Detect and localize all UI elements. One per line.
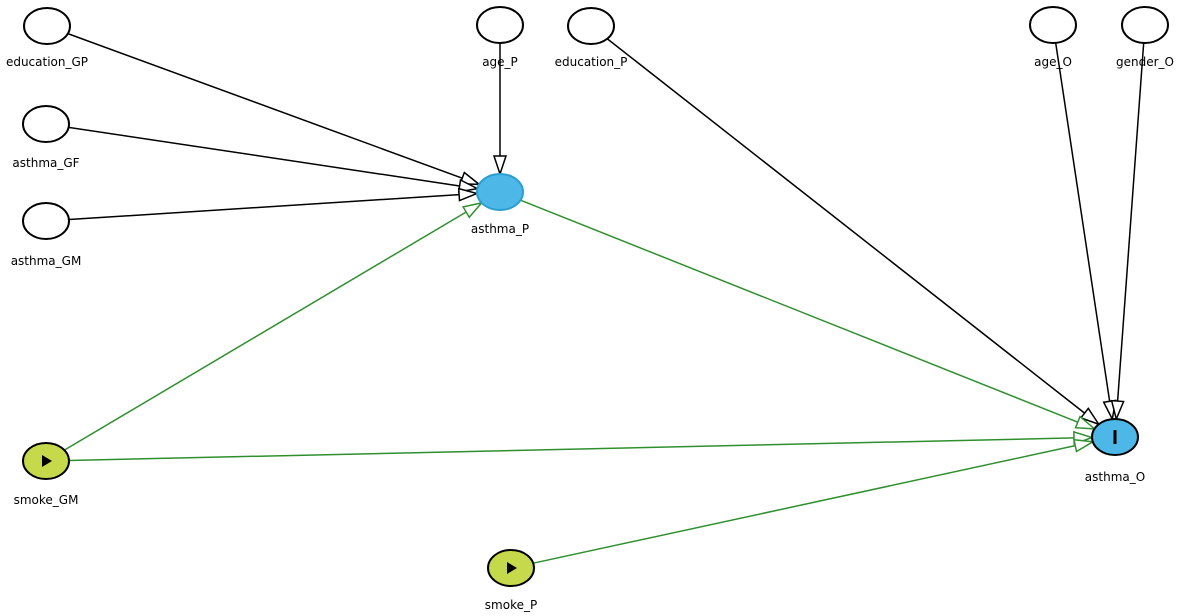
play-icon	[507, 562, 517, 574]
edge-line	[606, 38, 1086, 414]
edge-smoke_P-to-asthma_O	[533, 438, 1096, 564]
node-gender_O[interactable]: gender_O	[1116, 6, 1174, 69]
edge-age_O-to-asthma_O	[1054, 42, 1117, 422]
node-label: smoke_GM	[14, 493, 79, 507]
edge-smoke_GM-to-asthma_P	[63, 201, 484, 451]
node-label: smoke_P	[485, 598, 537, 612]
node-asthma_GF[interactable]: asthma_GF	[12, 105, 80, 170]
node-ellipse[interactable]	[23, 7, 71, 45]
node-asthma_GM[interactable]: asthma_GM	[11, 202, 82, 268]
node-label: education_P	[555, 55, 628, 69]
arrowhead	[1074, 415, 1097, 430]
edge-line	[67, 32, 463, 179]
node-ellipse[interactable]	[476, 6, 524, 44]
arrowhead	[461, 201, 484, 219]
arrowhead	[1110, 399, 1125, 422]
node-smoke_P[interactable]: smoke_P	[485, 549, 537, 612]
edge-line	[63, 211, 467, 451]
nodes-layer: education_GP asthma_GF asthma_GM age_P educa…	[6, 6, 1174, 612]
edge-smoke_GM-to-asthma_O	[68, 430, 1095, 462]
node-ellipse[interactable]	[1121, 6, 1169, 44]
edges-layer	[63, 32, 1145, 564]
node-ellipse[interactable]	[1029, 6, 1077, 44]
edge-education_P-to-asthma_O	[606, 38, 1101, 426]
arrowhead	[457, 187, 480, 202]
node-ellipse[interactable]	[476, 173, 524, 211]
node-ellipse[interactable]	[22, 202, 70, 240]
edge-line	[1116, 42, 1145, 402]
node-asthma_P[interactable]: asthma_P	[471, 173, 529, 236]
node-label: education_GP	[6, 55, 88, 69]
node-age_P[interactable]: age_P	[476, 6, 524, 69]
node-education_P[interactable]: education_P	[555, 7, 628, 69]
node-label: asthma_P	[471, 222, 529, 236]
edge-gender_O-to-asthma_O	[1110, 42, 1145, 422]
outcome-bar-icon	[1113, 430, 1117, 444]
arrowhead	[1073, 438, 1096, 453]
node-label: asthma_GM	[11, 254, 82, 268]
arrowhead	[457, 178, 480, 193]
node-label: age_P	[482, 55, 518, 69]
edge-education_GP-to-asthma_P	[67, 32, 482, 186]
node-ellipse[interactable]	[567, 7, 615, 45]
node-label: gender_O	[1116, 55, 1174, 69]
edge-line	[68, 437, 1075, 462]
node-label: asthma_O	[1085, 470, 1145, 484]
node-education_GP[interactable]: education_GP	[6, 7, 88, 69]
node-label: age_O	[1034, 55, 1072, 69]
edge-line	[68, 126, 460, 187]
play-icon	[42, 455, 52, 467]
edge-line	[533, 444, 1076, 564]
edge-line	[68, 193, 460, 221]
edge-asthma_P-to-asthma_O	[520, 199, 1097, 430]
node-label: asthma_GF	[12, 156, 79, 170]
arrowhead	[492, 155, 508, 177]
edge-line	[520, 199, 1079, 423]
node-smoke_GM[interactable]: smoke_GM	[14, 442, 79, 507]
edge-age_P-to-asthma_P	[492, 43, 508, 177]
edge-asthma_GM-to-asthma_P	[68, 187, 480, 221]
node-ellipse[interactable]	[22, 105, 70, 143]
arrowhead	[1079, 407, 1101, 426]
node-age_O[interactable]: age_O	[1029, 6, 1077, 69]
node-asthma_O[interactable]: asthma_O	[1085, 418, 1145, 484]
edge-line	[1054, 42, 1111, 402]
edge-asthma_GF-to-asthma_P	[68, 126, 480, 193]
